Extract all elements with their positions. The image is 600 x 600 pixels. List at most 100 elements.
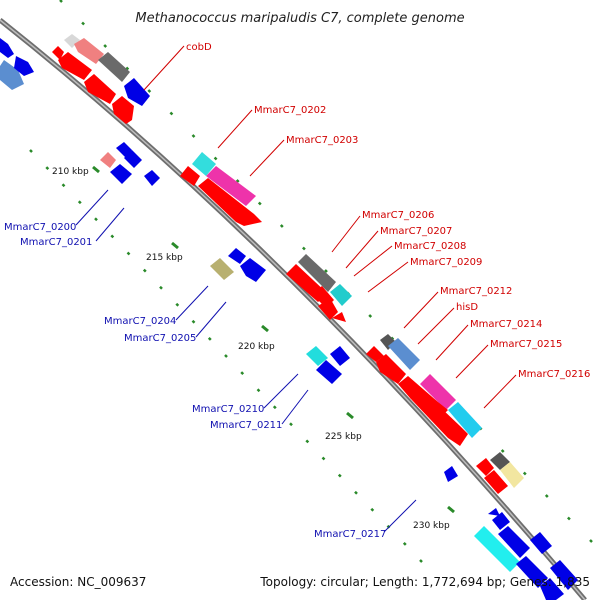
ruler-dash [419,559,423,563]
gene-feature[interactable] [0,38,14,58]
gene-feature[interactable] [64,34,80,48]
gene-feature[interactable] [448,402,482,438]
gene-feature[interactable] [332,312,346,322]
gene-label[interactable]: MmarC7_0212 [440,286,512,297]
gene-feature[interactable] [316,360,342,384]
gene-feature[interactable] [474,526,520,572]
gene-feature[interactable] [206,166,256,206]
gene-feature[interactable] [550,560,578,590]
ruler-dash [500,449,505,453]
gene-feature[interactable] [306,346,328,366]
gene-label[interactable]: MmarC7_0215 [490,339,562,350]
gene-feature[interactable] [98,52,130,82]
genome-backbone [0,18,587,600]
gene-feature[interactable] [14,56,34,76]
ruler-dash [29,149,33,153]
gene-feature[interactable] [488,508,500,516]
gene-feature[interactable] [124,150,142,168]
gene-label[interactable]: MmarC7_0217 [314,529,386,540]
gene-feature[interactable] [318,298,338,320]
ruler-dash [337,473,342,478]
gene-feature[interactable] [476,458,494,476]
map-title: Methanococcus maripaludis C7, complete g… [135,11,464,26]
ruler-dash [544,494,549,498]
ruler-dash [370,507,375,512]
ruler-dash [175,302,180,307]
gene-label[interactable]: MmarC7_0206 [362,210,434,221]
gene-label[interactable]: MmarC7_0200 [4,222,76,233]
ruler-dash [191,319,196,324]
gene-feature[interactable] [240,258,266,282]
gene-feature[interactable] [100,152,116,168]
gene-feature[interactable] [210,258,234,280]
ruler-major-ticks [92,165,455,514]
gene-feature[interactable] [388,338,420,370]
tick-label: 220 kbp [238,342,275,352]
ruler-dash [126,251,131,256]
ruler-dash [305,439,310,444]
gene-label[interactable]: MmarC7_0208 [394,241,466,252]
gene-feature[interactable] [52,46,64,60]
gene-feature[interactable] [484,470,508,494]
ruler-dash [147,89,152,93]
gene-feature[interactable] [298,254,336,292]
gene-feature[interactable] [180,166,200,186]
gene-label[interactable]: MmarC7_0202 [254,105,326,116]
ruler-dash [207,337,212,341]
gene-feature[interactable] [228,248,246,264]
tick-label: 230 kbp [413,521,450,531]
topology-summary-text: Topology: circular; Length: 1,772,694 bp… [259,575,590,589]
gene-feature[interactable] [516,556,548,588]
gene-feature[interactable] [0,60,24,90]
ruler-dash [94,217,98,222]
gene-label[interactable]: MmarC7_0207 [380,226,452,237]
gene-feature[interactable] [110,164,132,184]
ruler-dash [110,234,115,239]
ruler-dash [302,246,306,251]
gene-feature[interactable] [144,170,160,186]
gene-feature[interactable] [500,462,524,488]
gene-label[interactable]: MmarC7_0204 [104,316,176,327]
gene-feature[interactable] [112,96,134,124]
gene-feature[interactable] [498,526,530,558]
gene-label[interactable]: MmarC7_0205 [124,333,196,344]
ruler-dash [257,201,262,206]
gene-feature[interactable] [492,512,510,530]
gene-label[interactable]: MmarC7_0210 [192,404,264,415]
gene-feature[interactable] [376,354,406,384]
gene-feature[interactable] [198,178,262,226]
gene-feature[interactable] [330,346,350,366]
ruler-dash [402,542,407,546]
gene-feature[interactable] [124,78,150,106]
ruler-dash [289,422,293,427]
gene-feature[interactable] [420,374,456,410]
gene-feature[interactable] [540,578,564,600]
ruler-dash [142,268,147,273]
gene-feature[interactable] [410,388,468,446]
gene-label[interactable]: MmarC7_0211 [210,420,282,431]
gene-feature[interactable] [490,452,510,470]
ruler-dash [224,354,228,358]
ruler-dash [368,314,373,318]
gene-feature[interactable] [192,152,216,176]
gene-feature[interactable] [330,284,352,306]
gene-feature[interactable] [74,38,104,64]
gene-feature[interactable] [366,346,384,362]
gene-label[interactable]: MmarC7_0201 [20,237,92,248]
ruler-dash [272,405,277,410]
gene-label[interactable]: MmarC7_0216 [518,369,590,380]
ruler-dash [256,388,261,393]
gene-label[interactable]: MmarC7_0209 [410,257,482,268]
ruler-dash [522,471,527,476]
gene-label[interactable]: hisD [456,302,478,313]
ruler-dash [240,371,245,375]
ruler-tick-labels: 210 kbp 215 kbp 220 kbp 225 kbp 230 kbp [52,167,450,531]
gene-feature[interactable] [58,52,92,80]
gene-label[interactable]: cobD [186,42,212,53]
gene-label[interactable]: MmarC7_0214 [470,319,542,330]
gene-label[interactable]: MmarC7_0203 [286,135,358,146]
gene-feature[interactable] [84,74,116,104]
gene-feature[interactable] [530,532,552,554]
gene-feature[interactable] [444,466,458,482]
